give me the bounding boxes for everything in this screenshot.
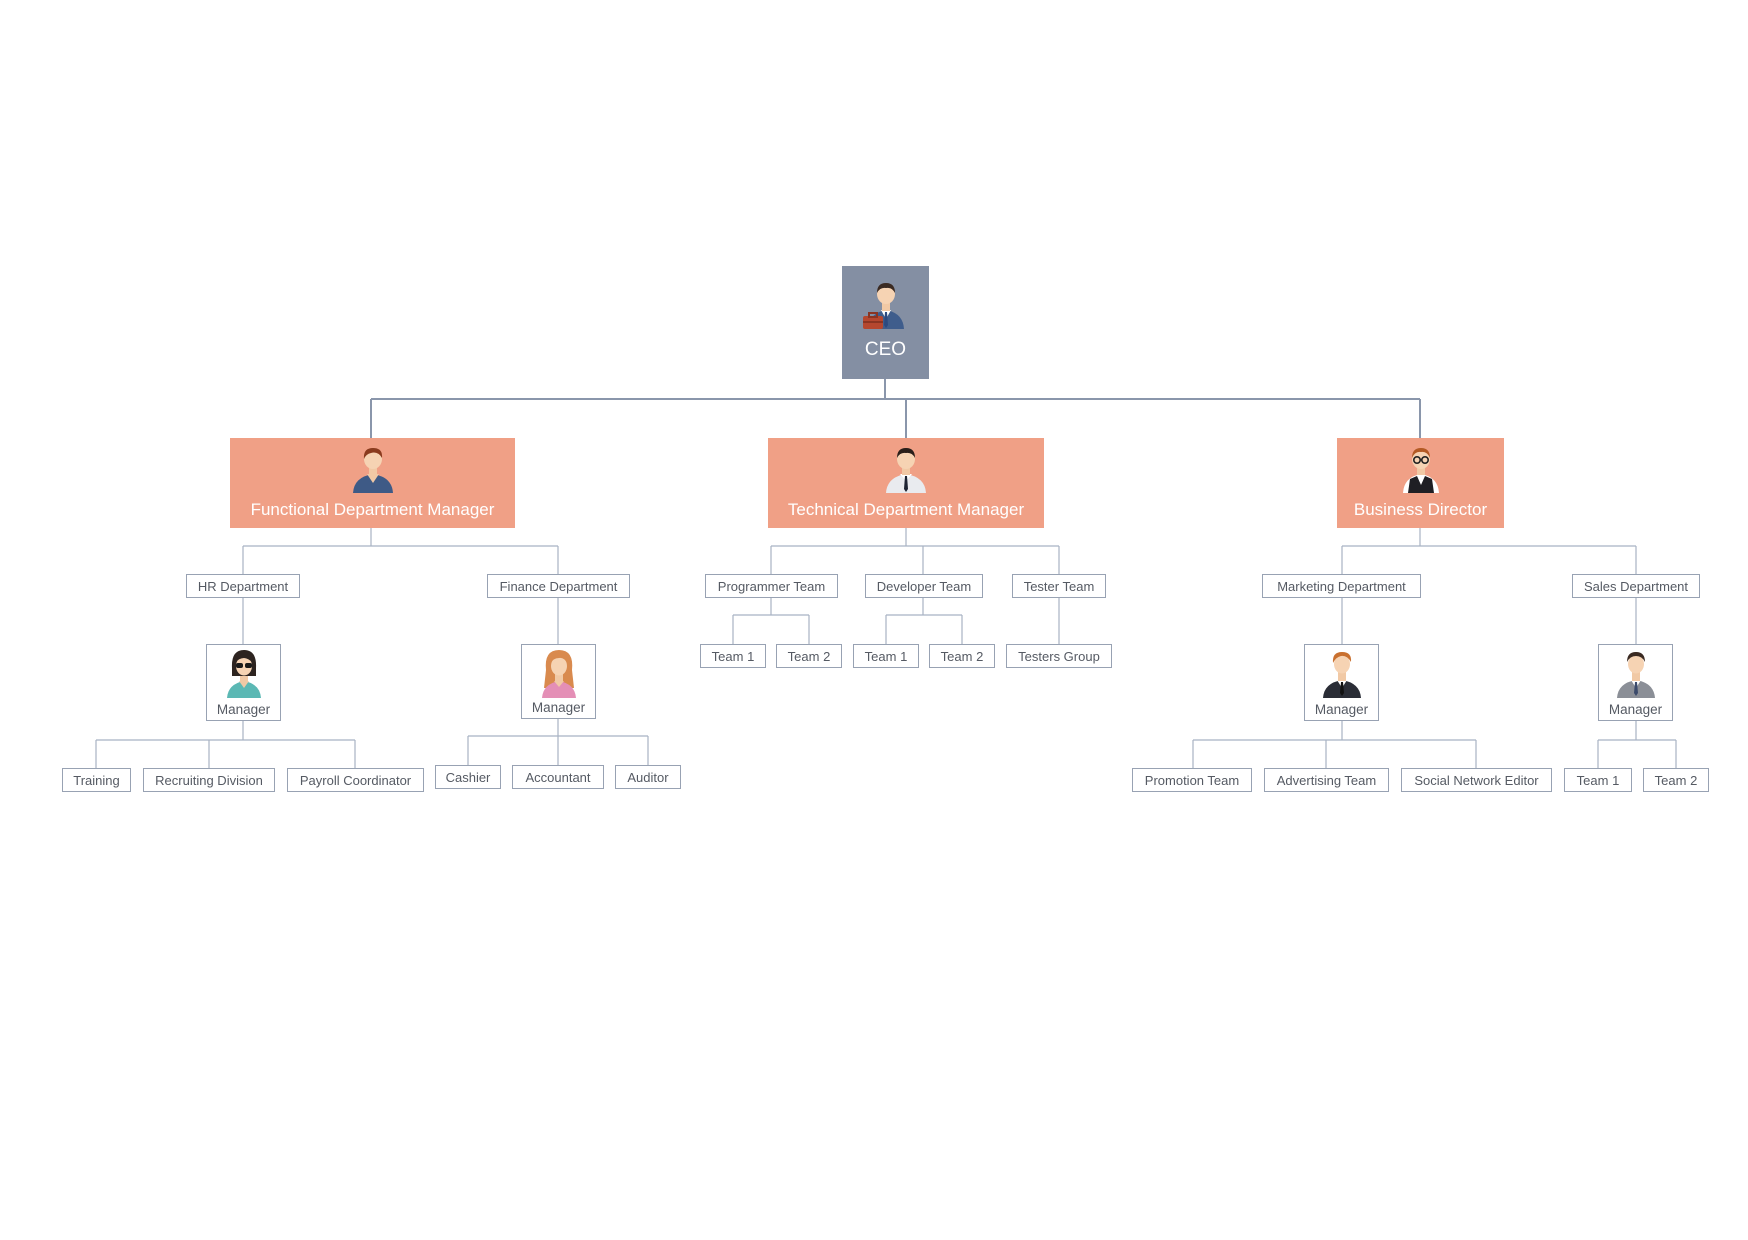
programmer-team-1-box: Team 1 — [700, 644, 766, 668]
programmer-team-box: Programmer Team — [705, 574, 838, 598]
male-suit-avatar-icon — [1322, 652, 1361, 698]
sales-manager-label: Manager — [1608, 702, 1663, 717]
female-avatar-icon — [541, 650, 576, 698]
hr-department-box: HR Department — [186, 574, 300, 598]
marketing-manager-card: Manager — [1304, 644, 1379, 721]
business-director-label: Business Director — [1353, 500, 1488, 519]
male-glasses-vest-avatar-icon — [1402, 448, 1439, 493]
team-box-accountant: Accountant — [512, 765, 604, 789]
team-box-recruiting-division: Recruiting Division — [143, 768, 275, 792]
sales-manager-card: Manager — [1598, 644, 1673, 721]
hr-manager-card: Manager — [206, 644, 281, 721]
team-box-advertising-team: Advertising Team — [1264, 768, 1389, 792]
team-box-auditor: Auditor — [615, 765, 681, 789]
business-director-node: Business Director — [1337, 438, 1504, 528]
male-manager-avatar-icon — [352, 448, 393, 493]
team-box-social-network-editor: Social Network Editor — [1401, 768, 1552, 792]
hr-manager-label: Manager — [216, 702, 271, 717]
finance-department-box: Finance Department — [487, 574, 630, 598]
functional-manager-label: Functional Department Manager — [250, 500, 495, 519]
programmer-team-2-box: Team 2 — [776, 644, 842, 668]
finance-manager-card: Manager — [521, 644, 596, 719]
male-tie-avatar-icon — [886, 448, 926, 493]
functional-manager-node: Functional Department Manager — [230, 438, 515, 528]
developer-team-1-box: Team 1 — [853, 644, 919, 668]
team-box-training: Training — [62, 768, 131, 792]
developer-team-box: Developer Team — [865, 574, 983, 598]
tester-team-box: Tester Team — [1012, 574, 1106, 598]
marketing-manager-label: Manager — [1314, 702, 1369, 717]
businessman-avatar-icon — [862, 283, 904, 329]
developer-team-2-box: Team 2 — [929, 644, 995, 668]
marketing-department-box: Marketing Department — [1262, 574, 1421, 598]
ceo-node: CEO — [842, 266, 929, 379]
sales-department-box: Sales Department — [1572, 574, 1700, 598]
male-gray-suit-avatar-icon — [1616, 652, 1655, 698]
connector-lines — [95, 379, 1677, 768]
technical-manager-node: Technical Department Manager — [768, 438, 1044, 528]
sales-team-2-box: Team 2 — [1643, 768, 1709, 792]
team-box-payroll-coordinator: Payroll Coordinator — [287, 768, 424, 792]
sales-team-1-box: Team 1 — [1564, 768, 1632, 792]
testers-group-box: Testers Group — [1006, 644, 1112, 668]
ceo-label: CEO — [864, 339, 907, 360]
team-box-promotion-team: Promotion Team — [1132, 768, 1252, 792]
team-box-cashier: Cashier — [435, 765, 501, 789]
female-sunglasses-avatar-icon — [226, 650, 261, 698]
finance-manager-label: Manager — [531, 700, 586, 715]
technical-manager-label: Technical Department Manager — [787, 500, 1025, 519]
